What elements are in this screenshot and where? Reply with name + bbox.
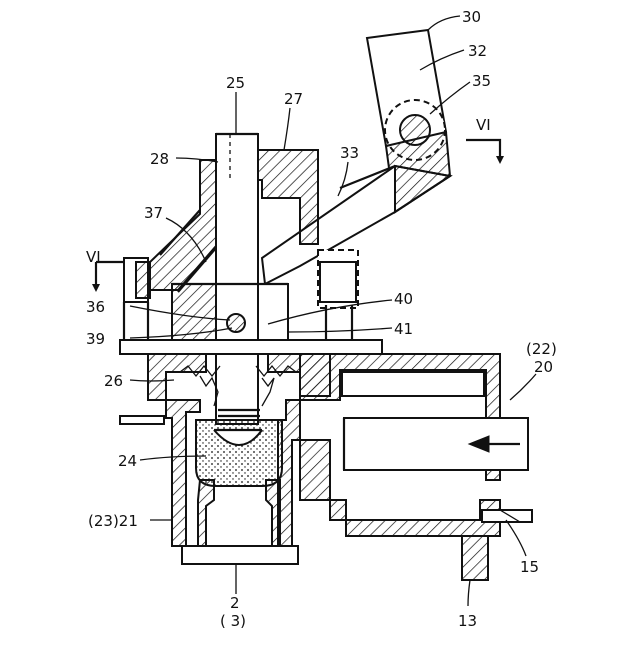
bracket-screw <box>124 258 150 350</box>
label-33: 33 <box>340 144 359 162</box>
link-rod <box>318 250 358 348</box>
section-mark-right <box>466 140 504 164</box>
label-28: 28 <box>150 150 169 168</box>
label-26: 26 <box>104 372 123 390</box>
label-3: ( 3) <box>220 612 246 630</box>
label-23-21: (23)21 <box>88 512 138 530</box>
label-22: (22) <box>526 340 557 358</box>
section-mark-left <box>92 262 124 292</box>
label-35: 35 <box>472 72 491 90</box>
label-40: 40 <box>394 290 413 308</box>
label-13: 13 <box>458 612 477 630</box>
label-39: 39 <box>86 330 105 348</box>
stem-25 <box>216 134 258 424</box>
label-2: 2 <box>230 594 240 612</box>
pipe-13 <box>462 536 488 580</box>
label-36: 36 <box>86 298 105 316</box>
label-32: 32 <box>468 42 487 60</box>
label-vi-left: VI <box>86 248 101 266</box>
label-27: 27 <box>284 90 303 108</box>
inlet-pipe-20 <box>344 418 528 470</box>
label-41: 41 <box>394 320 413 338</box>
label-15: 15 <box>520 558 539 576</box>
pipe-15 <box>482 510 532 522</box>
label-vi-right: VI <box>476 116 491 134</box>
valve-seat-24 <box>196 420 282 486</box>
label-37: 37 <box>144 204 163 222</box>
label-30: 30 <box>462 8 481 26</box>
label-20: 20 <box>534 358 553 376</box>
label-24: 24 <box>118 452 137 470</box>
label-25: 25 <box>226 74 245 92</box>
